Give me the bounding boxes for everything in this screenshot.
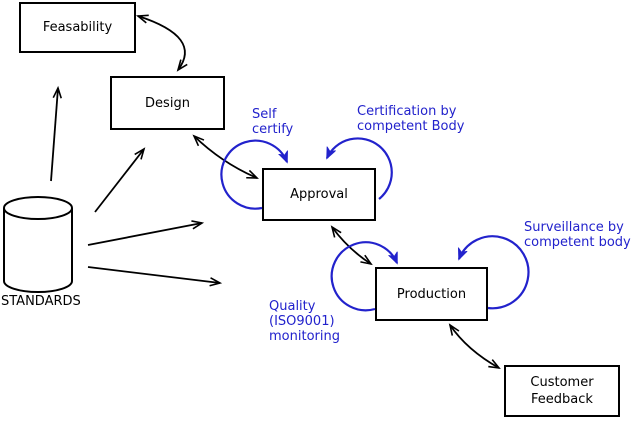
annotation-self-certify: Self certify bbox=[252, 107, 294, 137]
node-approval-label: Approval bbox=[290, 187, 348, 202]
node-customer-feedback: Customer Feedback bbox=[504, 365, 620, 417]
arrow-feasability-design bbox=[135, 14, 188, 72]
node-production-label: Production bbox=[396, 286, 467, 302]
node-feasability-label: Feasability bbox=[42, 20, 113, 35]
arrow-approval-production bbox=[330, 225, 373, 266]
arrow-standards-to-design bbox=[94, 147, 146, 213]
node-customer-feedback-label: Customer Feedback bbox=[530, 375, 594, 407]
node-design-label: Design bbox=[145, 95, 190, 111]
arrow-standards-to-feasability bbox=[50, 85, 63, 182]
annotation-certification-by-competent-body: Certification by competent Body bbox=[357, 104, 465, 134]
node-approval: Approval bbox=[262, 168, 376, 221]
arrow-design-approval bbox=[192, 134, 259, 179]
annotation-surveillance-by-competent-body: Surveillance by competent body bbox=[524, 220, 631, 250]
arrow-standards-to-production bbox=[87, 266, 223, 287]
standards-database-cylinder-icon bbox=[3, 196, 73, 293]
node-feasability: Feasability bbox=[19, 2, 136, 53]
standards-label: STANDARDS bbox=[1, 294, 81, 309]
arrow-standards-to-approval bbox=[87, 220, 205, 246]
node-production: Production bbox=[375, 267, 488, 321]
node-design: Design bbox=[110, 76, 225, 130]
arrow-production-customer-feedback bbox=[448, 323, 501, 370]
annotation-quality-iso9001-monitoring: Quality (ISO9001) monitoring bbox=[269, 299, 340, 344]
